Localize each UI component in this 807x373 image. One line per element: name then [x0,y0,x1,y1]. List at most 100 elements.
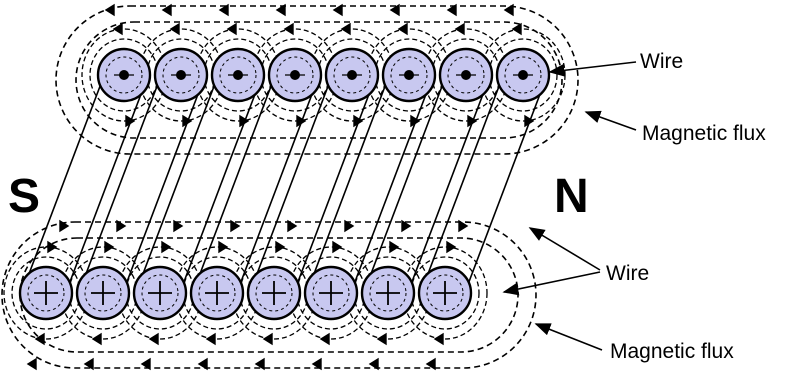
top-wire-2 [153,47,209,103]
flux-bottom-callout-line [534,323,603,351]
flux-arrow [205,332,216,346]
top-wire-5 [324,47,380,103]
wire-inner-ring [198,274,236,312]
wire-inner-ring [276,56,314,94]
wire-inner-ring [27,274,65,312]
flux-arrow [397,22,408,36]
wire-inner-ring [426,274,464,312]
flux-arrow [467,114,478,128]
coil-segment-left [422,80,502,288]
flux-arrow [425,357,436,371]
flux-arrow [230,219,241,233]
flux-arrow [275,240,286,254]
flux-arrow [197,357,208,371]
flux-arrow [218,3,229,17]
flux-arrow [173,219,184,233]
flux-arrow [368,357,379,371]
flux-arrow [344,219,355,233]
wire-inner-ring [84,274,122,312]
wire-top-callout-line [548,61,637,77]
wire-inner-ring [255,274,293,312]
top-wire-8 [495,47,551,103]
bottom-wire-7 [360,265,416,321]
flux-arrow [311,357,322,371]
wire-inner-ring [369,274,407,312]
top-wire-row [96,47,551,103]
coil-segment-right [409,80,489,288]
flux-arrow [511,22,522,36]
flux-arrow [26,357,37,371]
flux-arrow [226,22,237,36]
wire-bottom-callout-line-1 [502,271,601,296]
top-wire-6 [381,47,437,103]
flux-arrow [125,114,136,128]
south-pole-label: S [8,170,40,223]
coil-segment-right [238,80,318,288]
flux-arrow [353,114,364,128]
flux-arrow [389,3,400,17]
callouts [502,61,637,351]
flux-arrow [112,22,123,36]
flux-arrow [148,332,159,346]
flux-arrow [454,22,465,36]
flux-arrow [332,240,343,254]
coil-segment-right [295,80,375,288]
coil-segment-left [194,80,274,288]
wire-inner-ring [219,56,257,94]
coil-segment-right [124,80,204,288]
flux-top-callout-line [584,110,637,131]
top-wire-4 [267,47,323,103]
flux-arrow [254,357,265,371]
coil-segment-left [23,80,103,288]
bottom-wire-5 [246,265,302,321]
coil-segment-left [137,80,217,288]
flux-arrow [446,3,457,17]
flux-arrow [376,332,387,346]
flux-arrow [458,219,469,233]
wire-inner-ring [333,56,371,94]
wire-inner-ring [504,56,542,94]
flux-arrow [275,3,286,17]
flux-arrow [182,114,193,128]
flux-arrow [83,357,94,371]
top-flux-envelope-inner [75,21,563,139]
flux-arrow [262,332,273,346]
flux-arrow [410,114,421,128]
top-wire-1 [96,47,152,103]
flux-arrow [140,357,151,371]
flux-arrow [287,219,298,233]
flux-arrow [59,219,70,233]
flux-envelopes [1,5,579,369]
flux-arrow [116,219,127,233]
coil-segment-left [80,80,160,288]
wire-top-label: Wire [640,50,683,73]
wire-inner-ring [141,274,179,312]
wire-inner-ring [447,56,485,94]
flux-arrow [446,240,457,254]
bottom-wire-1 [18,265,74,321]
flux-arrow [91,332,102,346]
flux-top-label: Magnetic flux [642,122,766,145]
bottom-wire-4 [189,265,245,321]
coil-segment-right [466,80,546,288]
coil-segment-left [251,80,331,288]
flux-arrow [401,219,412,233]
wire-inner-ring [312,274,350,312]
wire-inner-ring [105,56,143,94]
flux-arrow [169,22,180,36]
bottom-wire-3 [132,265,188,321]
flux-arrow [104,240,115,254]
flux-arrow [104,3,115,17]
flux-arrow [340,22,351,36]
bottom-flux-loop-inner [410,256,480,330]
flux-arrow [161,240,172,254]
bottom-flux-envelope-outer [1,221,537,369]
north-pole-label: N [554,170,589,223]
flux-arrow [239,114,250,128]
top-wire-3 [210,47,266,103]
coil-body [23,80,546,288]
wire-bottom-label: Wire [606,262,649,285]
coil-segment-right [352,80,432,288]
flux-arrow [503,3,514,17]
